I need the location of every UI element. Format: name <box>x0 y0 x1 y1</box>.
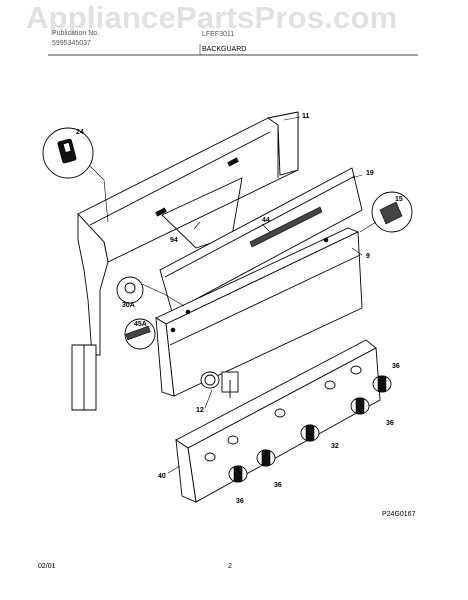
callout-label: 36 <box>236 498 244 505</box>
footer-page-number: 2 <box>228 563 232 570</box>
callout-label: 36 <box>392 363 400 370</box>
detail-circle-15 <box>359 191 413 233</box>
callout-label: 32 <box>331 443 339 450</box>
callout-label: 19 <box>366 170 374 177</box>
infinite-switch <box>200 371 239 398</box>
publication-number: 5995345037 <box>52 40 91 47</box>
watermark: AppliancePartsPros.com <box>26 0 398 35</box>
callout-label: 11 <box>302 113 310 120</box>
knob <box>372 375 392 393</box>
footer-date: 02/01 <box>38 563 56 570</box>
callout-label: 36 <box>274 482 282 489</box>
callout-label: 45A <box>134 321 147 328</box>
model-number: LFEF3011 <box>202 31 235 38</box>
manifold-panel <box>175 339 381 503</box>
knob <box>350 397 370 415</box>
callout-label: 40 <box>158 473 166 480</box>
detail-circle-45a <box>124 318 156 350</box>
detail-circle-30a <box>116 276 185 307</box>
callout-label: 44 <box>262 217 270 224</box>
publication-label: Publication No. <box>52 30 100 37</box>
callout-label: 24 <box>76 129 84 136</box>
callout-label: 15 <box>395 196 403 203</box>
control-panel <box>155 227 363 397</box>
callout-label: 30A <box>122 302 135 309</box>
detail-circle-24 <box>42 127 109 223</box>
callout-label: 12 <box>196 407 204 414</box>
trim-strip <box>249 206 323 248</box>
callout-label: 94 <box>170 237 178 244</box>
knob <box>300 424 320 442</box>
backguard-panel <box>71 111 299 411</box>
figure-id: P24G0167 <box>382 511 416 518</box>
knob <box>228 465 248 483</box>
callout-label: 36 <box>386 420 394 427</box>
section-title: BACKGUARD <box>202 46 247 53</box>
knob <box>256 449 276 467</box>
control-knobs <box>228 375 392 483</box>
callout-label: 9 <box>366 253 370 260</box>
